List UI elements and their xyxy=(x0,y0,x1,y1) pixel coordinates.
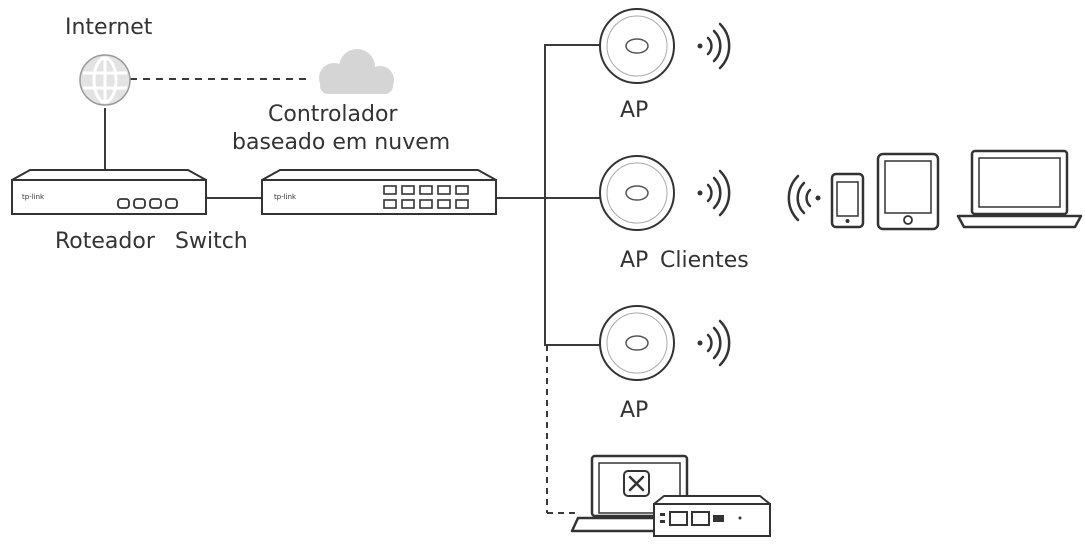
smartphone-icon xyxy=(830,172,865,229)
access-point-icon xyxy=(599,305,675,381)
cloud-controller-label-line1: Controlador xyxy=(268,102,398,127)
ap-top-label: AP xyxy=(620,98,649,123)
internet-label: Internet xyxy=(65,15,153,40)
access-point-icon xyxy=(599,155,675,231)
globe-icon xyxy=(79,54,131,106)
wifi-signal-icon xyxy=(697,319,731,367)
wifi-signal-icon xyxy=(787,174,821,222)
switch-brand-mark: tp-link xyxy=(274,193,297,201)
access-point-icon xyxy=(599,8,675,84)
clients-label: Clientes xyxy=(660,248,749,273)
wifi-signal-icon xyxy=(697,169,731,217)
cloud-icon xyxy=(319,49,394,94)
router-brand-mark: tp-link xyxy=(22,193,45,201)
hardware-controller-icon xyxy=(653,495,771,537)
link-trunk-aps xyxy=(544,44,600,346)
connections xyxy=(104,44,600,514)
router-label: Roteador xyxy=(55,229,155,254)
laptop-icon xyxy=(956,149,1083,229)
switch-label: Switch xyxy=(175,229,248,254)
tablet-icon xyxy=(876,152,940,231)
cloud-controller-label-line2: baseado em nuvem xyxy=(232,130,451,155)
ap-middle-label: AP xyxy=(620,248,649,273)
wifi-signal-icon xyxy=(697,22,731,70)
ap-bottom-label: AP xyxy=(620,398,649,423)
switch-icon: tp-link xyxy=(261,169,497,215)
router-icon: tp-link xyxy=(11,169,207,215)
